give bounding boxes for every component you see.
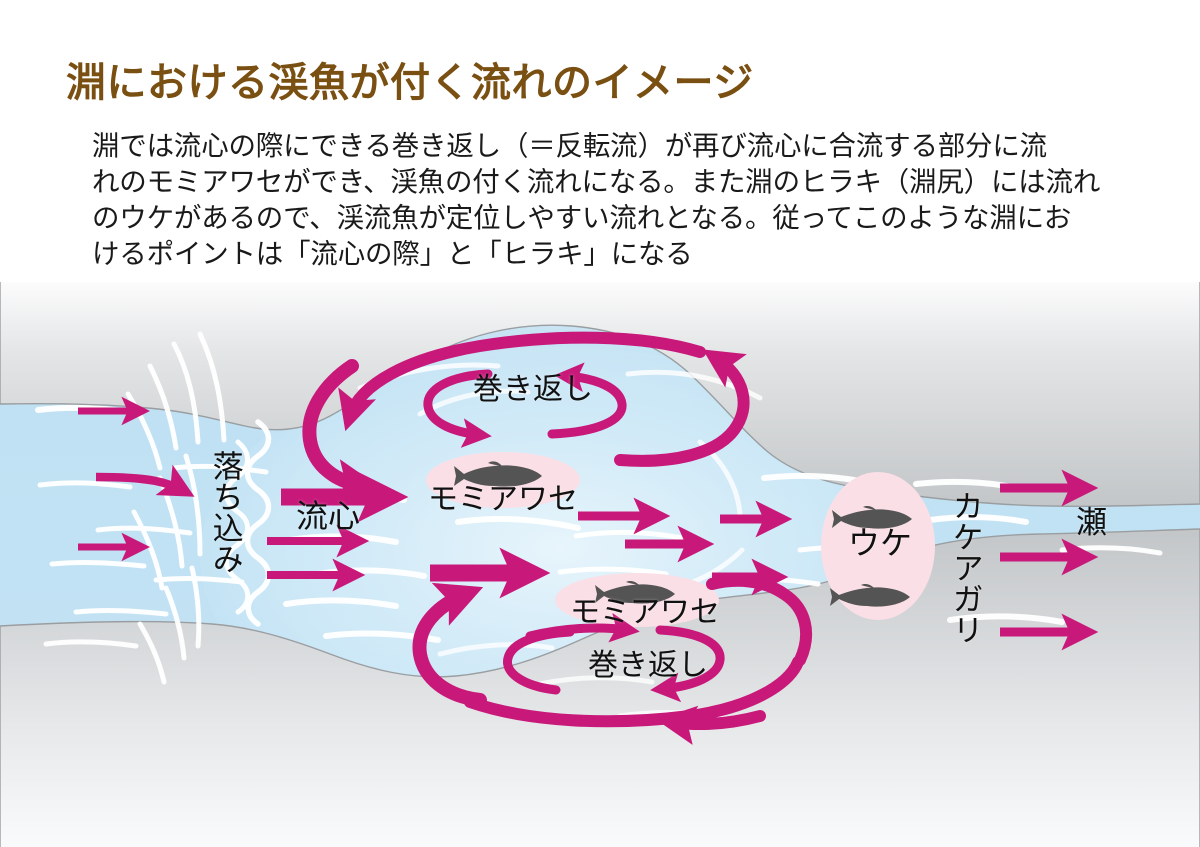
- eddy-lower-small-right: [650, 625, 725, 703]
- fish-2: [595, 581, 675, 604]
- label-momiawase-lower: モミアワセ: [570, 595, 720, 630]
- fish-1: [454, 461, 542, 487]
- eddy-upper-small-left: [423, 369, 493, 448]
- uke-spot: [821, 472, 935, 620]
- page-title: 淵における渓魚が付く流れのイメージ: [66, 60, 754, 106]
- description-line: けるポイントは「流心の際」と「ヒラキ」になる: [92, 238, 693, 270]
- description-line: れのモミアワセができ、渓魚の付く流れになる。また淵のヒラキ（淵尻）には流れ: [92, 166, 1101, 198]
- eddy-lower-large-left: [412, 582, 487, 707]
- fish-3: [832, 506, 912, 529]
- label-uke: ウケ: [848, 524, 913, 562]
- description-line: 淵では流心の際にできる巻き返し（＝反転流）が再び流心に合流する部分に流: [92, 130, 1047, 162]
- label-se: 瀬: [1076, 505, 1107, 541]
- flow-arrows: [78, 331, 1099, 745]
- eddy-upper-large-top: [338, 331, 706, 432]
- label-makikaeshi-lower: 巻き返し: [588, 648, 708, 683]
- label-kakeagari: カケアガリ: [946, 490, 983, 645]
- label-momiawase-upper: モミアワセ: [428, 482, 578, 517]
- eddy-lower-large-bottom-arrow: [656, 705, 766, 745]
- fish-silhouettes: [454, 461, 912, 607]
- upper-bank: [0, 282, 1200, 508]
- fish-4: [830, 584, 910, 607]
- eddy-lower-small-top: [525, 612, 640, 643]
- label-ochikomi: 落ち込み: [206, 450, 243, 574]
- stream-pool-flow-diagram: 落ち込み 流心 巻き返し モミアワセ モミアワセ 巻き返し ウケ カケアガリ 瀬: [0, 282, 1200, 847]
- diagram-canvas: [0, 282, 1200, 847]
- eddy-lower-large-right: [706, 574, 812, 666]
- label-makikaeshi-upper: 巻き返し: [473, 372, 593, 407]
- label-ryushin: 流心: [296, 497, 361, 535]
- description-paragraph: 淵では流心の際にできる巻き返し（＝反転流）が再び流心に合流する部分に流 れのモミ…: [92, 128, 1152, 272]
- inflow-2: [95, 464, 195, 497]
- eddy-upper-small-right: [547, 362, 627, 439]
- header: 淵における渓魚が付く流れのイメージ 淵では流心の際にできる巻き返し（＝反転流）が…: [0, 0, 1200, 290]
- eddy-upper-large-left: [302, 359, 383, 505]
- eddy-upper-large-right: [614, 349, 750, 467]
- description-line: のウケがあるので、渓流魚が定位しやすい流れとなる。従ってこのような淵にお: [92, 202, 1072, 234]
